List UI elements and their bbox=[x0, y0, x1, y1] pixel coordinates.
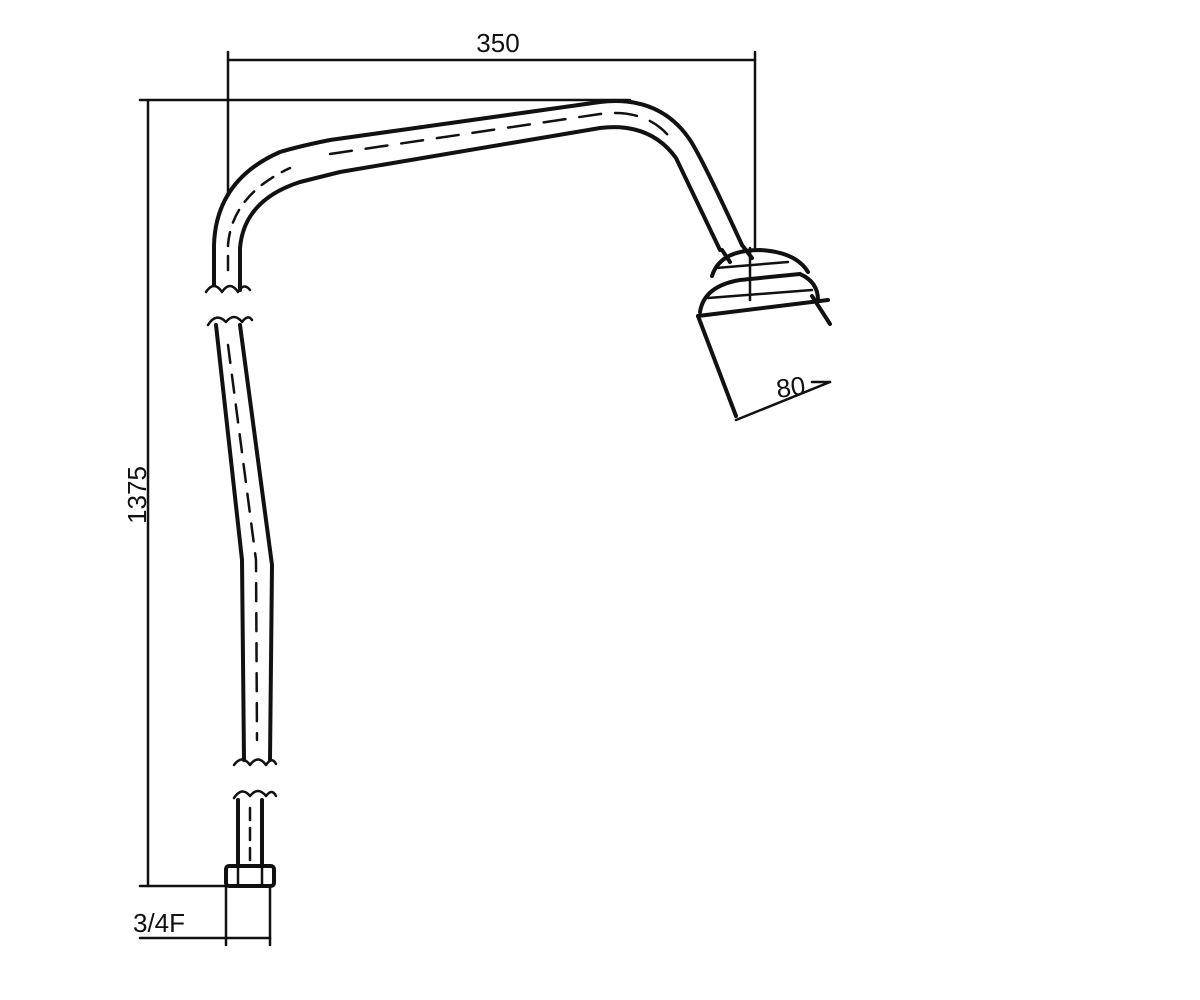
head-dimension-label: 80 bbox=[774, 370, 807, 404]
pipe-bottom-stub bbox=[236, 798, 264, 868]
width-dimension: 350 bbox=[226, 28, 757, 252]
head-dimension-line bbox=[734, 380, 832, 422]
connector-dimension-label: 3/4F bbox=[133, 908, 185, 938]
pipe-middle-section bbox=[214, 323, 274, 762]
connector-nut bbox=[224, 864, 276, 888]
pipe-upper-arm bbox=[212, 99, 744, 292]
head-dimension: 80 bbox=[734, 370, 832, 422]
pipe-break-upper bbox=[204, 284, 254, 327]
height-dimension: 1375 bbox=[122, 98, 632, 888]
height-dimension-label: 1375 bbox=[122, 466, 152, 524]
pipe-break-lower bbox=[232, 758, 278, 800]
shower-head bbox=[696, 243, 832, 418]
width-dimension-label: 350 bbox=[476, 28, 519, 58]
connector-dimension: 3/4F bbox=[133, 884, 272, 947]
